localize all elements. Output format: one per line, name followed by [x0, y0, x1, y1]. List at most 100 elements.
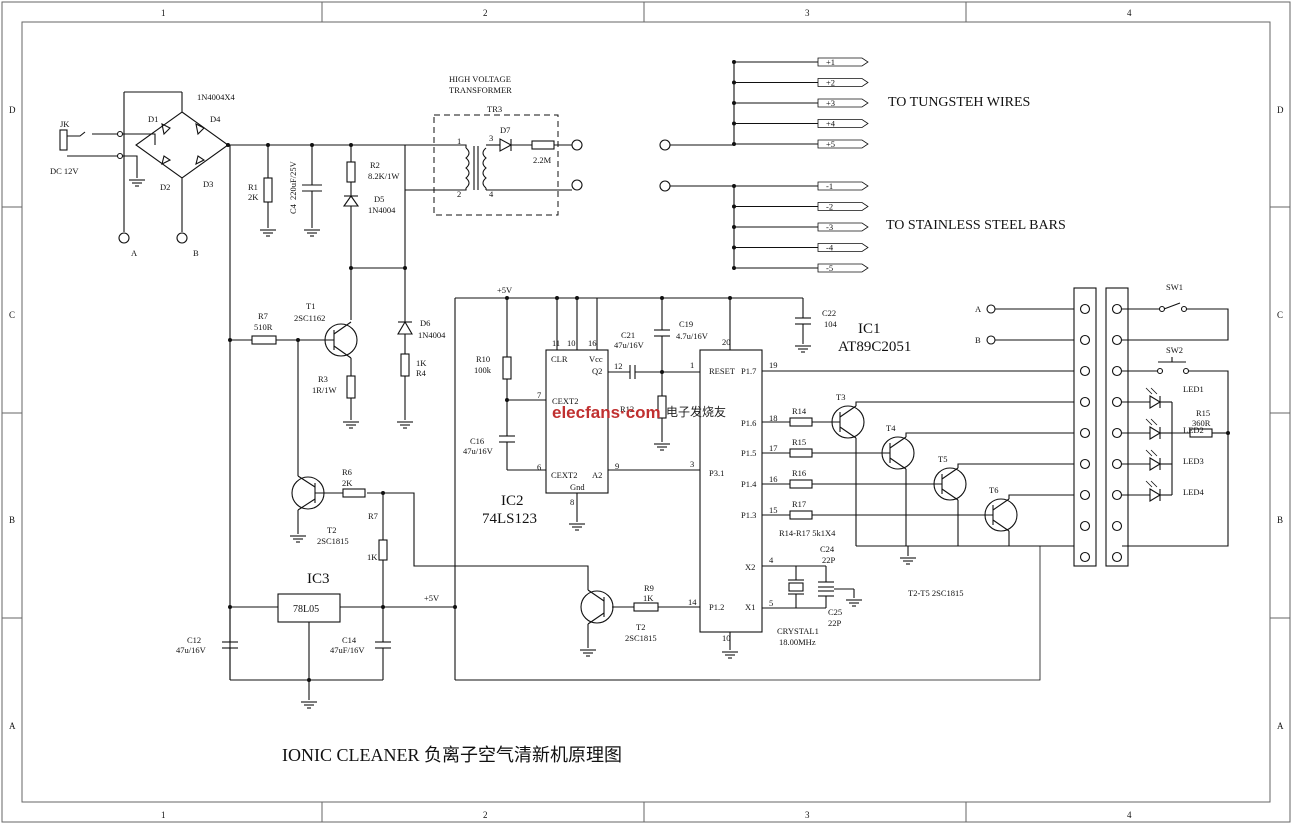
switch-sw1[interactable]	[1163, 302, 1181, 310]
resistor-r4	[400, 353, 410, 377]
component-ref: D5	[374, 194, 384, 204]
output-flag	[817, 222, 869, 232]
driver-transistor	[881, 436, 915, 470]
pin-number: 3	[690, 459, 694, 469]
connector-pin	[1079, 458, 1091, 470]
ground-icon	[300, 701, 318, 709]
connector-pin	[1111, 520, 1123, 532]
bridge-part-label: 1N4004X4	[197, 92, 236, 102]
connector-pin	[1111, 551, 1123, 563]
ic2-section: +5V R10 100k C16 47u/16V 11 10 16 CLR Vc…	[454, 285, 803, 681]
component-ref: R14	[792, 406, 807, 416]
connector-pin	[1111, 365, 1123, 377]
driver-resistor	[789, 510, 813, 520]
pin-number: 19	[769, 360, 778, 370]
component-value: 22P	[822, 555, 836, 565]
steel-label: TO STAINLESS STEEL BARS	[886, 218, 1066, 233]
pin-number: 2	[457, 189, 461, 199]
connector-pin	[1079, 334, 1091, 346]
component-value: 2.2M	[533, 155, 552, 165]
pin-name: Q2	[592, 366, 602, 376]
output-flag	[817, 139, 869, 149]
panel-terminal-a[interactable]	[986, 304, 996, 314]
hv-output-negative[interactable]	[571, 179, 583, 191]
ground-icon	[259, 229, 277, 237]
ic2-ref: IC2	[501, 493, 524, 509]
row-label: A	[1277, 721, 1284, 731]
output-flag	[817, 243, 869, 252]
row-label: D	[9, 105, 16, 115]
resistor-r3	[346, 375, 356, 399]
connector-pin	[1079, 427, 1091, 439]
terminal-a-label: A	[131, 248, 138, 258]
output-flag	[817, 57, 869, 67]
ic2-part: 74LS123	[482, 511, 537, 527]
column-label: 2	[483, 8, 488, 18]
component-ref: R10	[476, 354, 490, 364]
ground-icon	[289, 535, 307, 543]
hv-output-positive[interactable]	[571, 139, 583, 151]
component-value: 360R	[1192, 418, 1211, 428]
pin-name: P1.7	[741, 366, 756, 376]
rail-label: +5V	[424, 593, 440, 603]
pin-number: 16	[769, 474, 778, 484]
row-label: D	[1277, 105, 1284, 115]
resistor-r10	[502, 356, 512, 380]
connector-pin	[1111, 489, 1123, 501]
pin-number: 14	[688, 597, 697, 607]
component-value: 104	[824, 319, 838, 329]
component-value: 2K	[248, 192, 259, 202]
component-value: 1N4004	[368, 205, 396, 215]
component-ref: T2	[327, 525, 336, 535]
pin-number: 11	[552, 338, 560, 348]
pin-name: Gnd	[570, 482, 585, 492]
connector-pin	[1079, 396, 1091, 408]
pin-number: 9	[615, 461, 619, 471]
driver-transistor	[933, 467, 967, 501]
pin-number: 1	[690, 360, 694, 370]
led	[1149, 426, 1162, 440]
resistor-note: R14-R17 5k1X4	[779, 528, 836, 538]
row-label: A	[9, 721, 16, 731]
column-label: 2	[483, 810, 488, 820]
regulator-section: IC3 78L05 +5V C12 47u/16V C14 47uF/16V R…	[176, 340, 457, 709]
output-flag	[817, 98, 869, 108]
driver-resistor	[789, 417, 813, 427]
output-label: -4	[826, 243, 834, 253]
connector-pin	[1111, 396, 1123, 408]
connector-right	[1105, 287, 1129, 567]
terminal-b[interactable]	[176, 232, 188, 244]
terminal-a[interactable]	[118, 232, 130, 244]
resistor-r7-510	[251, 335, 277, 345]
component-ref: R7	[258, 311, 268, 321]
switch-label: SW1	[1166, 282, 1183, 292]
pin-name: P1.6	[741, 418, 756, 428]
pin-name: CEXT2	[551, 470, 577, 480]
tungsten-common-terminal[interactable]	[659, 139, 671, 151]
jack-label: JK	[60, 119, 70, 129]
output-flag	[817, 181, 869, 191]
output-label: +4	[826, 119, 836, 129]
driver-transistors: R14-R17 5k1X4 T2-T5 2SC1815 R14T3R15T4R1…	[720, 370, 1074, 681]
steel-common-terminal[interactable]	[659, 180, 671, 192]
component-value: 47u/16V	[614, 340, 645, 350]
component-value: 100k	[474, 365, 492, 375]
output-flag	[817, 263, 869, 273]
pin-name: P3.1	[709, 468, 724, 478]
component-ref: R9	[644, 583, 654, 593]
crystal	[788, 582, 804, 592]
component-value: 47u/16V	[176, 645, 207, 655]
panel-terminal-b[interactable]	[986, 335, 996, 345]
ground-icon	[396, 421, 414, 429]
column-label: 4	[1127, 810, 1132, 820]
connector-pin	[1079, 489, 1091, 501]
component-value: 47u/16V	[463, 446, 494, 456]
component-ref: T4	[886, 423, 896, 433]
driver-transistor	[831, 405, 865, 439]
component-ref: C25	[828, 607, 842, 617]
pin-number: 4	[489, 189, 494, 199]
component-ref: R4	[416, 368, 427, 378]
pin-number: 20	[722, 337, 731, 347]
